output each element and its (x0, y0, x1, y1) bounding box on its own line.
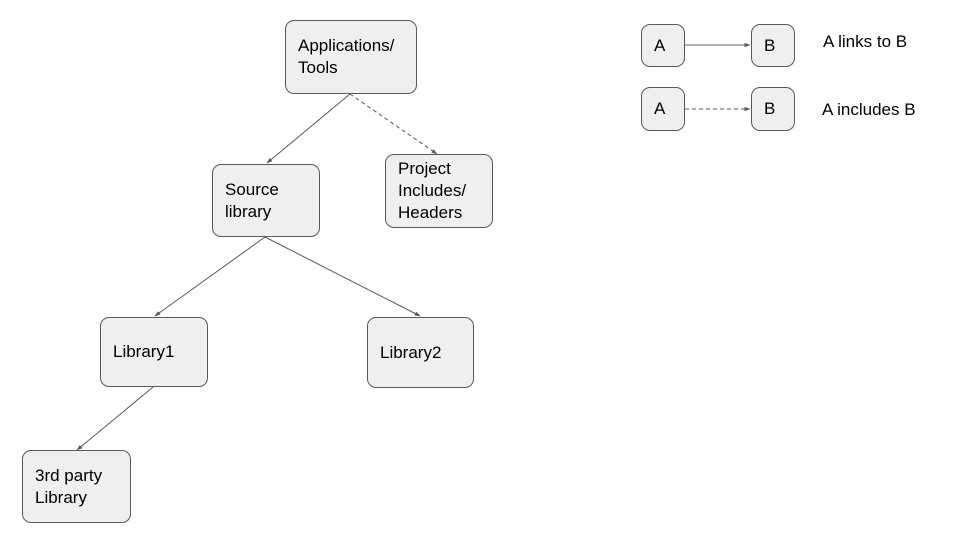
edge-applications-to-source-library (266, 93, 351, 164)
edge-source-library-to-library1 (154, 236, 266, 317)
edge-applications-to-project-includes (349, 93, 438, 155)
node-library1: Library1 (100, 317, 208, 387)
edge-library1-to-third-party-library (76, 386, 154, 451)
edge-source-library-to-library2 (264, 236, 421, 317)
legend-includes-node-b: B (751, 87, 795, 131)
node-project-includes-headers: Project Includes/ Headers (385, 154, 493, 228)
node-library2: Library2 (367, 317, 474, 388)
legend-links-label: A links to B (823, 32, 908, 51)
legend-links-node-a: A (641, 24, 685, 67)
legend-includes-label: A includes B (822, 100, 916, 119)
legend-links-node-b: B (751, 24, 795, 67)
legend-includes-node-a: A (641, 87, 685, 131)
node-source-library: Source library (212, 164, 320, 237)
node-third-party-library: 3rd party Library (22, 450, 131, 523)
node-applications-tools: Applications/ Tools (285, 20, 417, 94)
